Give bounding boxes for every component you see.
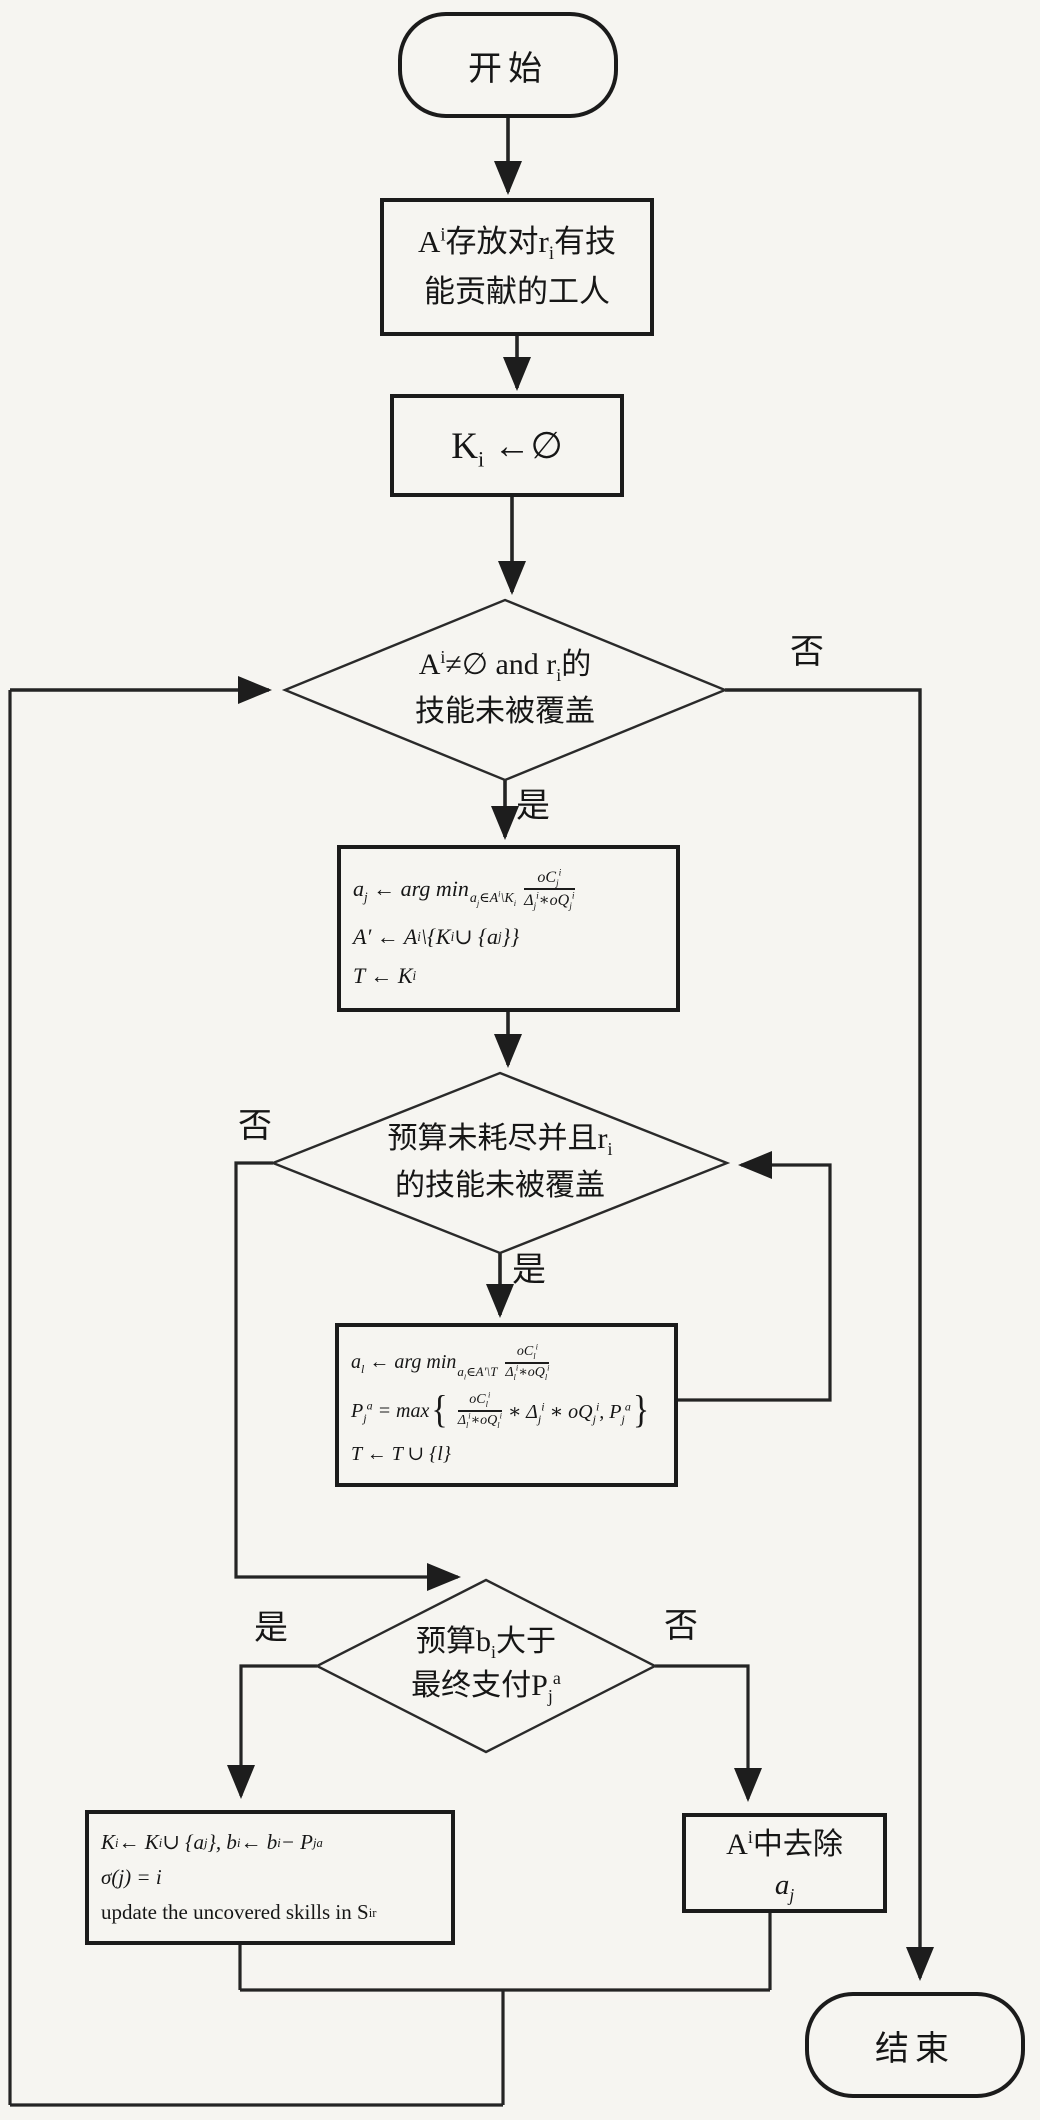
- connector-decision3-no: [655, 1664, 762, 1802]
- init-box-line2: 能贡献的工人: [424, 274, 610, 309]
- decision1-line2: 技能未被覆盖: [415, 694, 595, 728]
- formula2-l1-fraction: oCli Δli∗oQli: [505, 1342, 550, 1382]
- update-line2: σ(j) = i: [101, 1865, 162, 1889]
- decision2-line1: 预算未耗尽并且ri: [387, 1122, 613, 1159]
- decision3-shape: [314, 1578, 658, 1754]
- decision3-line2: 最终支付Pja: [411, 1668, 561, 1707]
- k-init-label: Ki ←∅: [451, 425, 563, 471]
- decision3-text: 预算bi大于 最终支付Pja: [336, 1620, 636, 1709]
- decision1-line1: Ai≠∅ and ri的: [418, 647, 592, 685]
- start-terminal: 开始: [398, 12, 618, 118]
- decision1-shape: [281, 598, 729, 782]
- connector-decision2-no: [234, 1161, 461, 1591]
- formula1-l1-subscript: aj∈Ai\Ki: [469, 889, 517, 908]
- remove-line1: Ai中去除: [726, 1826, 843, 1861]
- formula1-l1-denominator: Δji∗oQji: [524, 888, 575, 912]
- k-init-box: Ki ←∅: [390, 394, 624, 497]
- formula2-l2-open-brace: {: [431, 1389, 448, 1432]
- init-box: Ai存放对ri有技 能贡献的工人: [380, 198, 654, 336]
- decision2-text: 预算未耗尽并且ri 的技能未被覆盖: [330, 1116, 670, 1209]
- formula2-l2-tail: ∗ Δji ∗ oQji, Pja: [507, 1399, 631, 1426]
- end-label: 结束: [875, 2030, 955, 2068]
- connector-decision3-yes: [227, 1664, 317, 1799]
- init-box-line1: Ai存放对ri有技: [417, 223, 617, 264]
- formula2-l1-head: al ← arg min: [351, 1351, 457, 1377]
- formula2-l1-subscript: al∈A′\T: [457, 1363, 498, 1382]
- formula2-l2-head: Pja = max: [351, 1398, 430, 1425]
- decision1-no-label: 否: [790, 634, 824, 671]
- formula2-l1-denominator: Δli∗oQli: [505, 1361, 550, 1382]
- decision2-shape: [269, 1071, 731, 1255]
- connector-fbox2-loop: [678, 1151, 832, 1402]
- formula1-l1-head: aj ← arg min: [353, 876, 469, 905]
- decision3-no-label: 否: [664, 1608, 698, 1645]
- formula2-l2-denominator: Δli∗oQli: [457, 1410, 502, 1431]
- decision2-no-label: 否: [238, 1108, 272, 1145]
- connector-decision1-no: [725, 688, 934, 1981]
- formula1-l1-numerator: oCji: [537, 867, 562, 890]
- formula1-l1-fraction: oCji Δji∗oQji: [524, 867, 575, 912]
- formula2-l2-close-brace: }: [632, 1389, 650, 1432]
- end-terminal: 结束: [805, 1992, 1025, 2098]
- start-label: 开始: [468, 50, 548, 88]
- remove-box: Ai中去除 aj: [682, 1813, 887, 1913]
- formula2-l2-fraction: oCli Δli∗oQli: [457, 1390, 502, 1431]
- decision1-yes-label: 是: [516, 788, 550, 825]
- formula2-l2-numerator: oCli: [469, 1390, 491, 1410]
- decision3-yes-label: 是: [254, 1610, 288, 1647]
- formula2-line3: T ← T ∪ {l}: [351, 1443, 451, 1466]
- decision3-line1: 预算bi大于: [415, 1625, 556, 1662]
- decision2-line2: 的技能未被覆盖: [395, 1168, 605, 1202]
- formula2-l1-numerator: oCli: [516, 1342, 538, 1361]
- formula2-line2: Pja = max { oCli Δli∗oQli ∗ Δji ∗ oQji, …: [351, 1389, 651, 1432]
- decision2-yes-label: 是: [512, 1252, 546, 1289]
- decision1-text: Ai≠∅ and ri的 技能未被覆盖: [355, 642, 655, 735]
- remove-line2: aj: [774, 1868, 795, 1905]
